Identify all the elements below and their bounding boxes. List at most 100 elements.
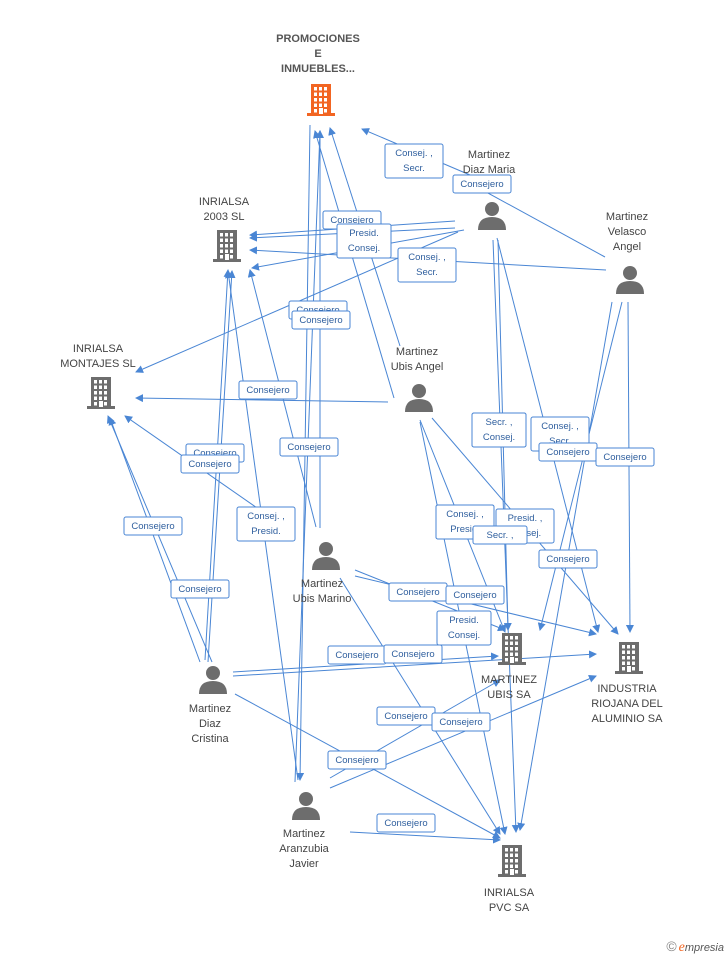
edge-role-text: Consejero: [384, 818, 427, 829]
node-label: PVC SA: [489, 902, 530, 914]
edge-role-text: Presid. ,: [508, 513, 543, 524]
edge-role-text: Consej. ,: [408, 252, 446, 263]
relation-edge: [349, 831, 501, 844]
building-icon: [307, 84, 335, 116]
edge-role-label[interactable]: Consejero: [452, 174, 512, 194]
edge-role-label[interactable]: Consejero: [238, 380, 298, 400]
edge-labels-layer: Consej. ,Secr.ConsejeroConsejeroPresid.C…: [123, 143, 655, 833]
edge-role-text: Consejero: [193, 448, 236, 459]
node-label: Martinez: [468, 149, 510, 161]
edge-role-text: Consejero: [546, 447, 589, 458]
relation-edge: [625, 301, 634, 633]
edge-role-text: Consejero: [299, 315, 342, 326]
edge-role-label[interactable]: Consej. ,Secr.: [384, 143, 444, 179]
edge-role-label[interactable]: Consejero: [291, 310, 351, 330]
edge-role-label[interactable]: Consejero: [595, 447, 655, 467]
node-label: Ubis Angel: [391, 361, 444, 373]
person-icon: [312, 542, 340, 570]
node-label: MARTINEZ: [481, 674, 537, 686]
node-label: Velasco: [608, 226, 647, 238]
node-label: INMUEBLES...: [281, 63, 355, 75]
person-icon: [616, 266, 644, 294]
edge-role-text: Consejero: [546, 554, 589, 565]
node-label: Martinez: [301, 578, 343, 590]
edge-role-text: Consej. ,: [541, 421, 579, 432]
relation-edge: [108, 417, 201, 663]
building-icon: [498, 633, 526, 665]
relation-edge: [135, 394, 389, 403]
node-label: Javier: [289, 858, 319, 870]
edge-role-label[interactable]: Consejero: [388, 582, 448, 602]
edge-role-text: Consej. ,: [446, 509, 484, 520]
edge-role-label[interactable]: Consejero: [431, 712, 491, 732]
edge-role-label[interactable]: Consejero: [538, 549, 598, 569]
building-icon: [615, 642, 643, 674]
edge-role-label[interactable]: Presid.Consej.: [336, 223, 392, 259]
edge-role-label[interactable]: Consejero: [123, 516, 183, 536]
edge-role-label[interactable]: Consejero: [383, 644, 443, 664]
edge-role-text: Consejero: [603, 452, 646, 463]
node-label: Ubis Marino: [293, 593, 352, 605]
node-promociones[interactable]: PROMOCIONESEINMUEBLES...: [276, 33, 360, 116]
copyright-icon: ©: [666, 938, 677, 954]
edge-role-text: Consejero: [439, 717, 482, 728]
edge-role-text: Consejero: [178, 584, 221, 595]
edge-role-label[interactable]: Consejero: [279, 437, 339, 457]
edge-role-text: Consej.: [348, 243, 380, 254]
person-icon: [478, 202, 506, 230]
edge-role-label[interactable]: Consejero: [538, 442, 598, 462]
brand-footer[interactable]: ©empresia: [666, 938, 724, 956]
node-label: INRIALSA: [199, 196, 250, 208]
node-label: Aranzubia: [279, 843, 329, 855]
node-label: Martinez: [189, 703, 231, 715]
edge-role-text: Consejero: [384, 711, 427, 722]
edge-role-text: Consejero: [460, 179, 503, 190]
relation-edge: [313, 130, 395, 399]
node-riojana[interactable]: INDUSTRIA RIOJANA DEL ALUMINIO SA: [591, 642, 663, 725]
edge-role-label[interactable]: Consej. ,Secr.: [397, 247, 457, 283]
node-label: Martinez: [283, 828, 325, 840]
edge-role-text: Secr.: [403, 163, 425, 174]
edge-role-text: Secr. ,: [486, 417, 513, 428]
edge-role-text: Consejero: [246, 385, 289, 396]
edge-role-label[interactable]: Presid.Consej.: [436, 610, 492, 646]
edge-role-label[interactable]: Consejero: [180, 454, 240, 474]
relation-edge: [329, 675, 597, 789]
person-icon: [405, 384, 433, 412]
node-label: Cristina: [191, 733, 229, 745]
node-label: RIOJANA DEL: [591, 698, 663, 710]
edge-role-label[interactable]: Consejero: [170, 579, 230, 599]
node-label: INDUSTRIA: [597, 683, 657, 695]
edge-role-text: Consejero: [131, 521, 174, 532]
building-icon: [87, 377, 115, 409]
node-label: ALUMINIO SA: [592, 713, 664, 725]
edge-role-label[interactable]: Consejero: [376, 706, 436, 726]
edge-role-label[interactable]: Consej. ,Presid.: [236, 506, 296, 542]
node-label: PROMOCIONES: [276, 33, 360, 45]
edge-role-label[interactable]: Consejero: [327, 645, 387, 665]
building-icon: [498, 845, 526, 877]
edge-role-text: Secr.: [549, 436, 571, 447]
relation-edge: [339, 577, 501, 835]
node-label: MONTAJES SL: [60, 358, 136, 370]
edge-role-label[interactable]: Secr. ,Consej.: [471, 412, 527, 448]
edge-role-label[interactable]: Consejero: [376, 813, 436, 833]
person-icon: [199, 666, 227, 694]
edge-role-text: Consejero: [330, 215, 373, 226]
edge-role-label[interactable]: Consejero: [327, 750, 387, 770]
edge-role-text: Consejero: [188, 459, 231, 470]
edge-role-label[interactable]: Secr. ,: [472, 525, 528, 545]
edge-role-label[interactable]: Consejero: [445, 585, 505, 605]
node-label: Angel: [613, 241, 641, 253]
